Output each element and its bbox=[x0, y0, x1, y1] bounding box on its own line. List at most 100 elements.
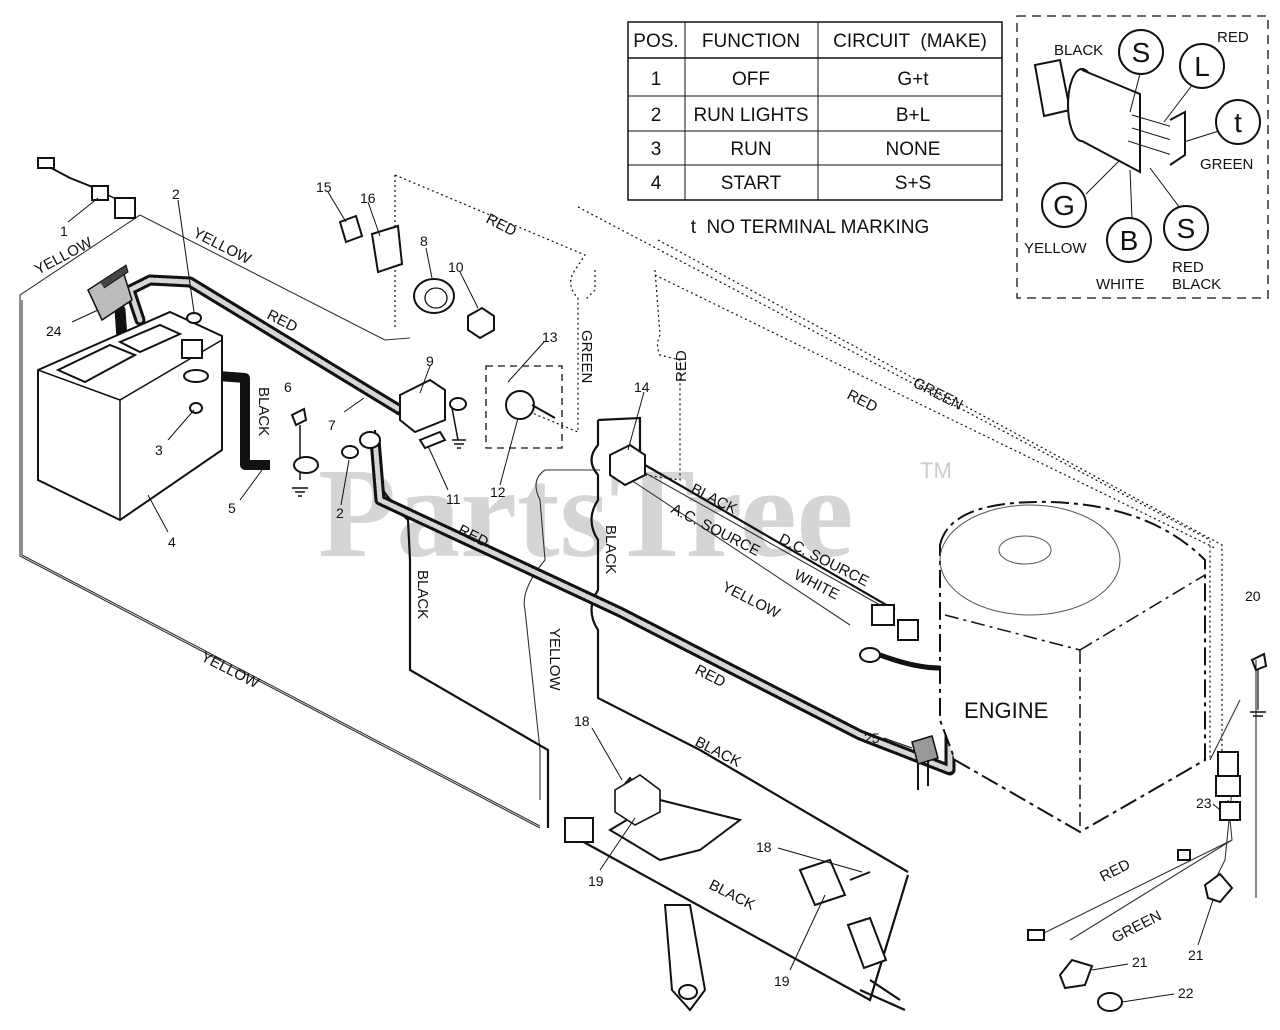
connector-icon bbox=[564, 817, 594, 843]
callout-19: 19 bbox=[588, 873, 604, 889]
black-wire-to-engine bbox=[644, 464, 896, 611]
callout-11: 11 bbox=[446, 491, 461, 507]
engine-label: ENGINE bbox=[964, 698, 1048, 723]
connector-icon bbox=[1217, 751, 1239, 779]
black-wire-3 bbox=[579, 839, 910, 1002]
callout-12: 12 bbox=[490, 484, 506, 500]
bulb-socket-icon bbox=[1058, 958, 1094, 990]
table-cell: 3 bbox=[651, 139, 662, 160]
terminal-s-bottom: S bbox=[1177, 213, 1196, 244]
nut-icon bbox=[341, 445, 359, 459]
table-header-circuit: CIRCUIT (MAKE) bbox=[833, 31, 987, 52]
wire-label-yellow: YELLOW bbox=[32, 234, 96, 279]
callout-14: 14 bbox=[634, 379, 650, 395]
ground-icon bbox=[292, 487, 308, 497]
mount-bracket bbox=[663, 904, 707, 1012]
terminal-s-bottom-icon bbox=[1163, 205, 1209, 251]
callout-19: 19 bbox=[774, 973, 790, 989]
wire-connector-icon bbox=[609, 443, 646, 487]
wire-label-red: RED bbox=[1097, 856, 1133, 886]
connector-socket-icon bbox=[114, 197, 136, 219]
connector-icon bbox=[91, 185, 109, 201]
wire-label-yellow: YELLOW bbox=[546, 628, 563, 691]
terminal-g: G bbox=[1053, 190, 1075, 221]
yellow-wire-left bbox=[19, 214, 541, 829]
callout-24: 24 bbox=[46, 323, 62, 339]
screw-icon bbox=[1250, 652, 1268, 672]
engine-connector-icon bbox=[897, 619, 919, 641]
callout-18: 18 bbox=[574, 713, 590, 729]
black-wire-2 bbox=[590, 420, 701, 751]
ignition-switch-inset: S L t G B S BLACK RED GREEN YELLOW WHITE… bbox=[1016, 15, 1269, 299]
engine-block bbox=[939, 500, 1206, 834]
thin-wires bbox=[19, 174, 1241, 941]
inset-label-green: GREEN bbox=[1200, 156, 1253, 173]
callout-15: 15 bbox=[316, 179, 332, 195]
ignition-key-icon bbox=[1033, 58, 1072, 118]
wire-label-black: BLACK bbox=[255, 387, 272, 436]
bolt-icon bbox=[189, 402, 203, 414]
table-cell: G+t bbox=[897, 69, 929, 90]
wire-label-black: BLACK bbox=[706, 876, 758, 913]
wire-label-green: GREEN bbox=[1109, 907, 1164, 946]
battery-terminal-icon bbox=[183, 369, 209, 383]
wire-label-red: RED bbox=[844, 386, 880, 416]
nut-icon bbox=[186, 312, 202, 324]
callout-13: 13 bbox=[542, 329, 558, 345]
ignition-switch-icon bbox=[505, 390, 535, 420]
terminal-t-icon bbox=[1215, 99, 1261, 145]
solenoid-icon bbox=[399, 378, 446, 434]
terminal-t: t bbox=[1234, 107, 1242, 138]
terminal-l: L bbox=[1194, 51, 1210, 82]
battery-post-icon bbox=[181, 339, 203, 359]
table-cell: 1 bbox=[651, 69, 662, 90]
watermark-trademark: TM bbox=[920, 458, 952, 483]
key-icon bbox=[338, 214, 364, 244]
green-harness bbox=[657, 239, 1223, 757]
callout-8: 8 bbox=[420, 233, 428, 249]
wire-label-yellow: YELLOW bbox=[190, 224, 254, 268]
dc-source-wire bbox=[639, 469, 881, 606]
hex-nut-icon bbox=[467, 306, 495, 340]
table-cell: RUN bbox=[730, 139, 771, 160]
callout-2: 2 bbox=[336, 505, 344, 521]
table-cell: RUN LIGHTS bbox=[693, 105, 808, 126]
callout-leaders bbox=[67, 191, 1257, 1003]
interlock-switch-icon bbox=[798, 858, 847, 907]
inset-label-yellow: YELLOW bbox=[1024, 240, 1087, 257]
callout-21: 21 bbox=[1188, 947, 1204, 963]
terminal-l-icon bbox=[1179, 43, 1225, 89]
wire-label-black: BLACK bbox=[414, 570, 431, 619]
connector-icon bbox=[1219, 801, 1241, 821]
wire-label-yellow: YELLOW bbox=[719, 578, 783, 622]
wire-label-green: GREEN bbox=[910, 374, 965, 413]
callout-numbers: 1 2 2 3 4 5 6 7 8 9 10 11 12 13 14 15 16… bbox=[46, 179, 1261, 1001]
inset-label-red-black-2: BLACK bbox=[1172, 276, 1221, 293]
table-note: t NO TERMINAL MARKING bbox=[691, 217, 930, 238]
callout-23: 23 bbox=[1196, 795, 1212, 811]
callout-16: 16 bbox=[360, 190, 376, 206]
table-header-function: FUNCTION bbox=[702, 31, 800, 52]
bulb-icon bbox=[1097, 992, 1123, 1012]
ignition-position-table: POS. FUNCTION CIRCUIT (MAKE) 1 OFF G+t 2… bbox=[627, 21, 1003, 201]
yellow-wire-vertical bbox=[523, 469, 600, 800]
wire-label-red: RED bbox=[673, 350, 690, 382]
battery bbox=[37, 310, 223, 522]
callout-21: 21 bbox=[1132, 954, 1148, 970]
bulb-socket-icon bbox=[1203, 872, 1234, 904]
terminal-s-top: S bbox=[1132, 37, 1151, 68]
terminal-g-icon bbox=[1041, 182, 1087, 228]
inset-frame bbox=[1016, 15, 1269, 299]
red-cables bbox=[114, 274, 956, 776]
callout-25: 25 bbox=[864, 730, 880, 746]
callout-18: 18 bbox=[756, 839, 772, 855]
callout-3: 3 bbox=[155, 442, 163, 458]
wire-label-red: RED bbox=[483, 210, 519, 240]
callout-10: 10 bbox=[448, 259, 464, 275]
ignition-switch-box bbox=[485, 365, 563, 449]
wire-label-black: BLACK bbox=[692, 733, 744, 770]
callout-7: 7 bbox=[328, 417, 336, 433]
ac-source-wire bbox=[627, 477, 851, 626]
